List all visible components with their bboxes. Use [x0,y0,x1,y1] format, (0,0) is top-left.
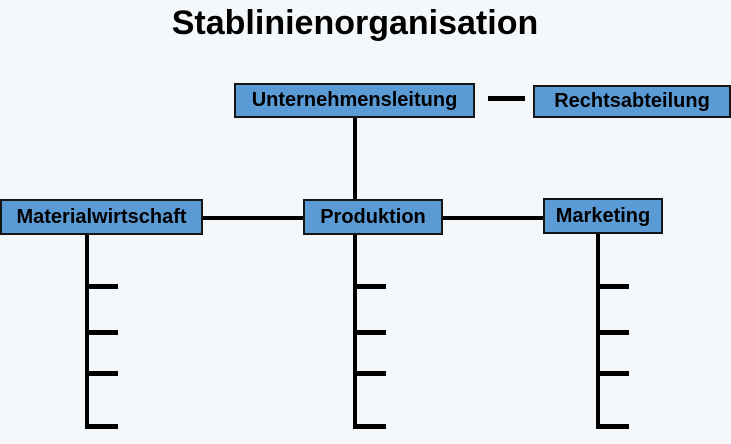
connector-management-produktion [353,117,357,201]
connector-produktion-marketing [440,216,546,220]
sub-unit-tick [85,424,118,429]
chart-title: Stablinienorganisation [171,4,539,42]
node-produktion: Produktion [303,199,443,235]
connector-materialwirtschaft-produktion [200,216,306,220]
node-materialwirtschaft: Materialwirtschaft [0,199,203,235]
sub-units-comb-marketing [596,233,633,429]
node-label: Materialwirtschaft [16,205,187,228]
sub-unit-tick [596,284,629,289]
sub-unit-tick [85,330,118,335]
sub-units-comb-produktion [353,233,390,429]
sub-unit-tick [85,284,118,289]
sub-units-comb-materialwirtschaft [85,233,122,429]
sub-unit-tick [596,330,629,335]
sub-unit-tick [353,330,386,335]
node-rechtsabteilung: Rechtsabteilung [533,85,731,118]
sub-unit-tick [596,371,629,376]
node-marketing: Marketing [543,198,663,234]
sub-unit-tick [353,424,386,429]
staff-line-connector [488,96,525,101]
node-label: Marketing [555,204,651,227]
sub-unit-tick [596,424,629,429]
node-label: Produktion [320,205,426,228]
node-label: Rechtsabteilung [554,90,710,112]
node-unternehmensleitung: Unternehmensleitung [234,83,475,118]
node-label: Unternehmensleitung [251,89,458,111]
sub-unit-tick [85,371,118,376]
sub-unit-tick [353,371,386,376]
sub-unit-tick [353,284,386,289]
